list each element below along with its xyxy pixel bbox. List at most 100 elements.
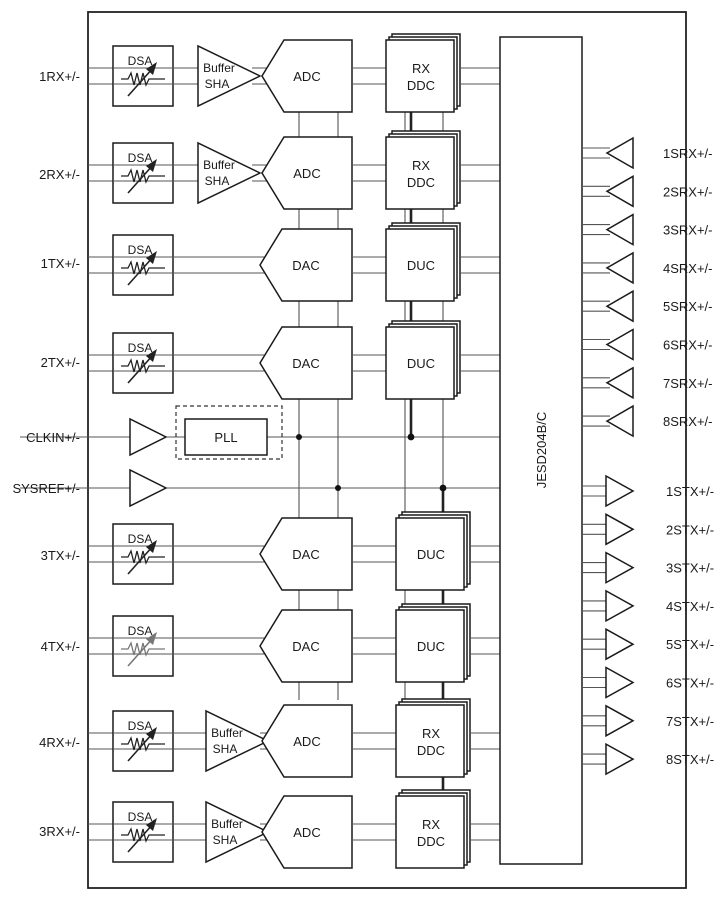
rx-label: RX [422, 726, 440, 741]
dsa-label: DSA [128, 54, 153, 68]
stx-port-label: 2STX+/- [666, 522, 714, 537]
attenuator-zigzag-icon [121, 358, 165, 374]
srx-port-label: 2SRX+/- [663, 184, 713, 199]
buffer-label: Buffer [211, 726, 243, 740]
left-port-labels: 1RX+/- 2RX+/- 1TX+/- 2TX+/- CLKIN+/- SYS… [12, 69, 80, 839]
buffer-triangle [205, 709, 270, 773]
variable-arrow-icon [127, 256, 154, 286]
duc-label: DUC [417, 639, 445, 654]
stx-port-1: 1STX+/- [582, 474, 714, 508]
buffer-label: Buffer [203, 61, 235, 75]
stx-port-label: 3STX+/- [666, 561, 714, 576]
dsa-block: DSA [112, 710, 174, 772]
port-label-1rx: 1RX+/- [39, 69, 80, 84]
dsa-block: DSA [112, 142, 174, 204]
dac-block: DAC [259, 609, 353, 683]
srx-port-5: 5SRX+/- [582, 289, 713, 323]
dsa-box [112, 801, 174, 863]
attenuator-zigzag-icon [121, 549, 165, 565]
port-label-3tx: 3TX+/- [41, 548, 80, 563]
stx-port-label: 6STX+/- [666, 676, 714, 691]
stack-front [395, 517, 465, 591]
adc-shape [261, 704, 353, 778]
ddc-label: DDC [407, 78, 435, 93]
pll-block [184, 418, 268, 456]
port-label-2rx: 2RX+/- [39, 167, 80, 182]
adc-label: ADC [293, 69, 320, 84]
srx-port-8: 8SRX+/- [582, 404, 713, 438]
adc-block: ADC [261, 136, 353, 210]
stx-driver-buffer [605, 742, 635, 776]
attenuator-zigzag-icon [121, 641, 165, 657]
variable-arrow-icon [127, 164, 154, 194]
stx-driver-buffer [605, 513, 635, 546]
arrow-head-icon [146, 818, 157, 831]
dac-label: DAC [292, 258, 319, 273]
dac-block: DAC [259, 228, 353, 302]
buffer-triangle [197, 141, 262, 205]
stack-front [385, 326, 455, 400]
rx-label: RX [422, 817, 440, 832]
attenuator-zigzag-icon [121, 71, 165, 87]
stx-driver-buffer [605, 666, 635, 699]
srx-port-label: 4SRX+/- [663, 261, 713, 276]
stack-front [395, 795, 465, 869]
attenuator-zigzag-icon [121, 260, 165, 276]
stx-port-8: 8STX+/- [582, 742, 714, 776]
pll-label: PLL [214, 430, 237, 445]
rx-label: RX [412, 158, 430, 173]
stx-port-6: 6STX+/- [582, 666, 714, 699]
srx-port-label: 7SRX+/- [663, 376, 713, 391]
dac-block: DAC [259, 326, 353, 400]
stx-port-4: 4STX+/- [582, 589, 714, 623]
stx-driver-buffer [605, 474, 635, 508]
attenuator-zigzag-icon [121, 827, 165, 843]
pll-dashed-box [175, 405, 283, 460]
sysref-buffer [129, 468, 168, 508]
dac-shape [259, 609, 353, 683]
dac-label: DAC [292, 356, 319, 371]
dac-label: DAC [292, 639, 319, 654]
duc-label: DUC [417, 547, 445, 562]
dsa-block: DSA [112, 234, 174, 296]
stack-front [385, 39, 455, 113]
srx-receiver-buffer [605, 175, 634, 208]
adc-block: ADC [261, 704, 353, 778]
stx-port-5: 5STX+/- [582, 627, 714, 661]
srx-port-label: 1SRX+/- [663, 146, 713, 161]
arrow-head-icon [146, 727, 157, 740]
dac-shape [259, 228, 353, 302]
dsa-label: DSA [128, 151, 153, 165]
stx-port-label: 4STX+/- [666, 599, 714, 614]
adc-label: ADC [293, 825, 320, 840]
buffer-triangle [197, 44, 262, 108]
dsa-label: DSA [128, 532, 153, 546]
jesd-block [499, 36, 583, 865]
adc-label: ADC [293, 166, 320, 181]
rx-ddc-block: RX DDC [395, 698, 471, 778]
dsa-box [112, 332, 174, 394]
chip-outline [87, 11, 687, 889]
sha-label: SHA [213, 742, 238, 756]
stx-port-label: 5STX+/- [666, 637, 714, 652]
clkin-buffer [129, 417, 168, 457]
port-label-4rx: 4RX+/- [39, 735, 80, 750]
dsa-block: DSA [112, 523, 174, 585]
sha-label: SHA [213, 833, 238, 847]
srx-port-label: 8SRX+/- [663, 414, 713, 429]
stx-driver-buffer [605, 551, 635, 584]
ddc-label: DDC [407, 175, 435, 190]
attenuator-zigzag-icon [121, 168, 165, 184]
dsa-label: DSA [128, 624, 153, 638]
arrow-head-icon [146, 159, 157, 172]
ddc-label: DDC [417, 743, 445, 758]
variable-arrow-icon [127, 545, 154, 575]
arrow-head-icon [146, 632, 157, 645]
